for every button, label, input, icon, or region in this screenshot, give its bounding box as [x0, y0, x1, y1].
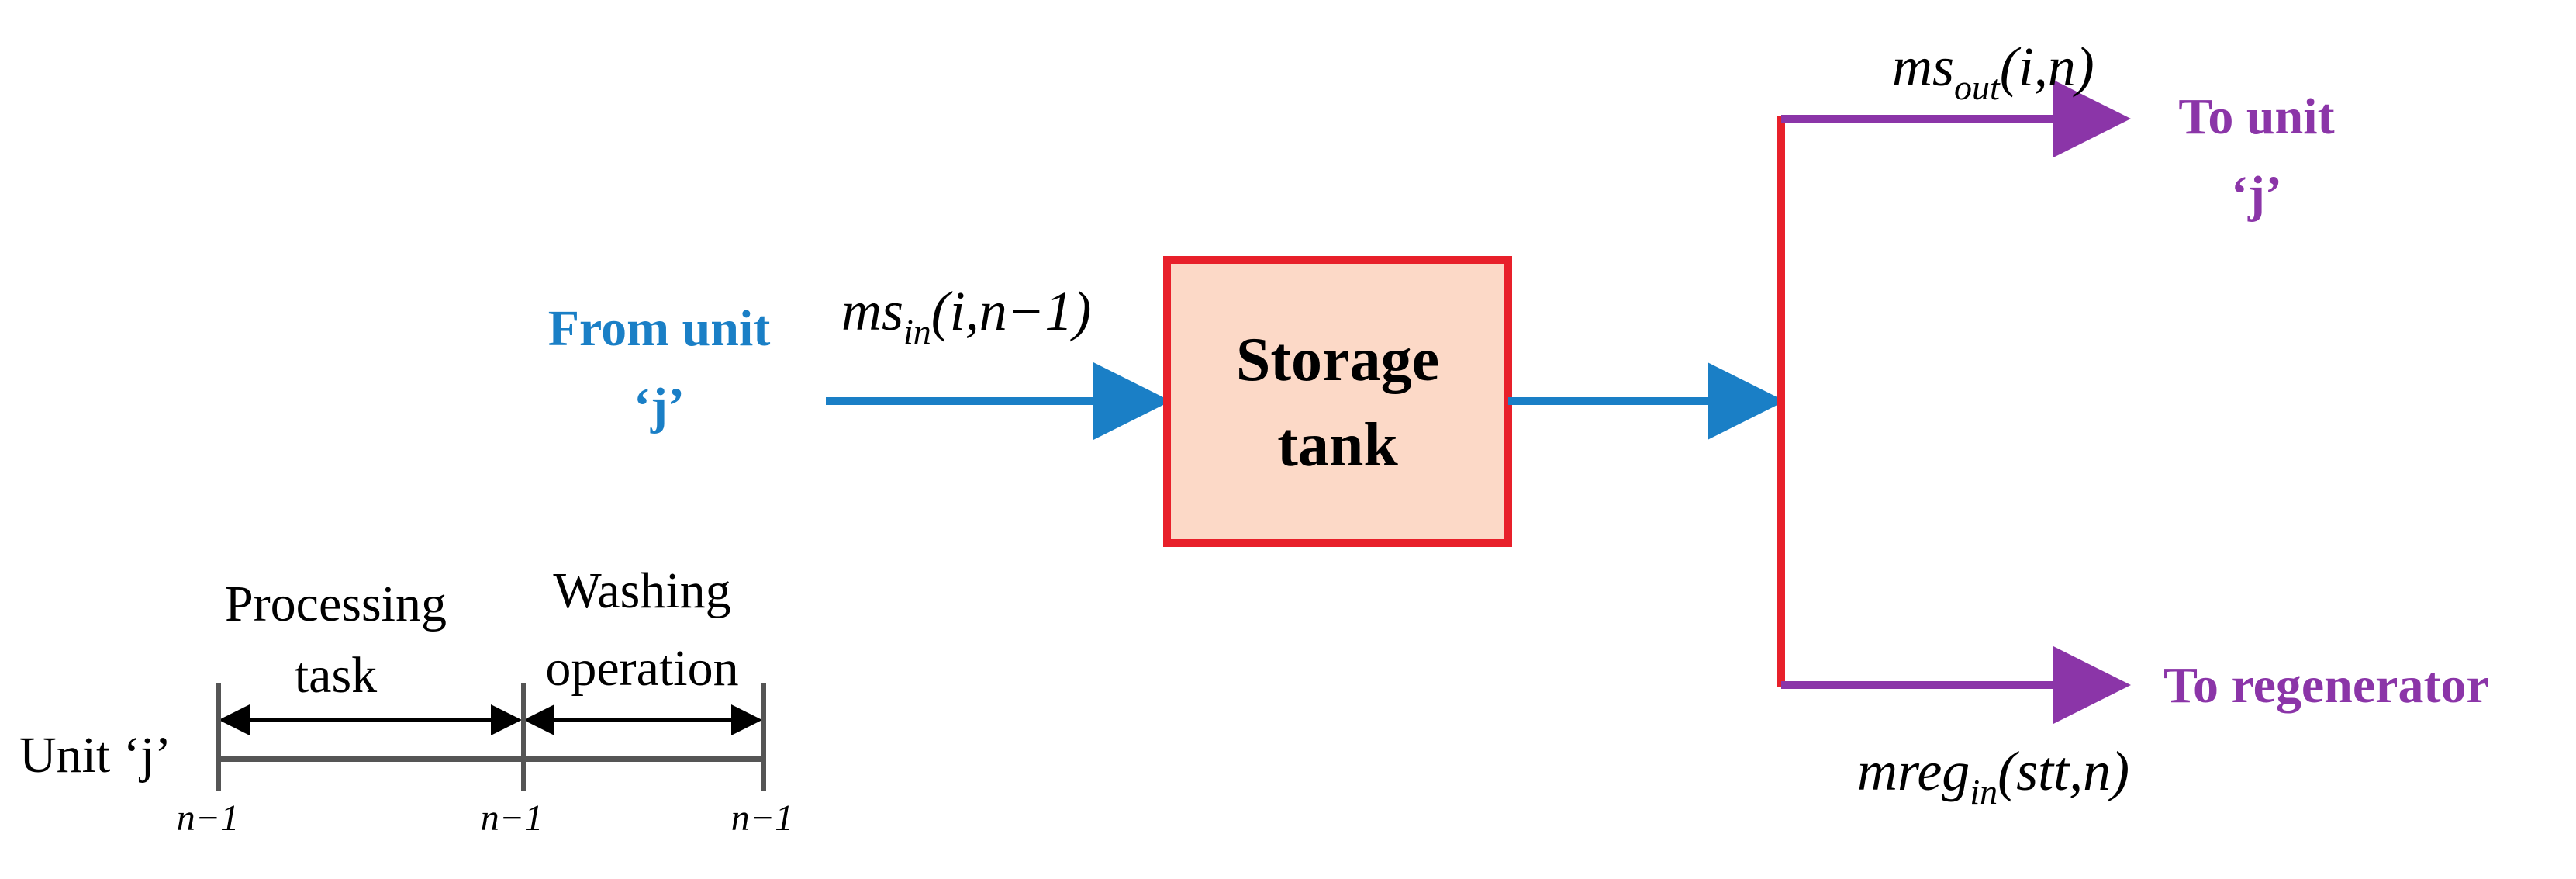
- timeline-tick-label: n−1: [481, 798, 543, 839]
- out-top-dest-line1: To unit: [2178, 88, 2334, 145]
- timeline-tick-label: n−1: [731, 798, 793, 839]
- timeline-seg2-line2: operation: [545, 640, 738, 697]
- out-bottom-flow-label: mregin(stt,n): [1857, 740, 2129, 812]
- out-bottom-dest: To regenerator: [2163, 657, 2489, 714]
- storage-tank-box: [1163, 256, 1512, 547]
- out-top-dest-line2: ‘j’: [2231, 166, 2282, 223]
- unit-timeline: Processing task Washing operation Unit ‘…: [19, 562, 793, 839]
- timeline-tick-label: n−1: [177, 798, 239, 839]
- inflow-flow-label: msin(i,n−1): [841, 280, 1091, 351]
- storage-tank-label-line1: Storage: [1236, 326, 1439, 394]
- timeline-unit-label: Unit ‘j’: [19, 727, 171, 784]
- timeline-seg1-line1: Processing: [225, 576, 447, 632]
- timeline-seg1-line2: task: [295, 647, 377, 704]
- storage-tank-label-line2: tank: [1277, 411, 1398, 479]
- source-label-line1: From unit: [548, 300, 771, 357]
- out-top-flow-label: msout(i,n): [1892, 36, 2094, 107]
- source-label-line2: ‘j’: [634, 378, 685, 434]
- timeline-seg2-line1: Washing: [553, 562, 730, 619]
